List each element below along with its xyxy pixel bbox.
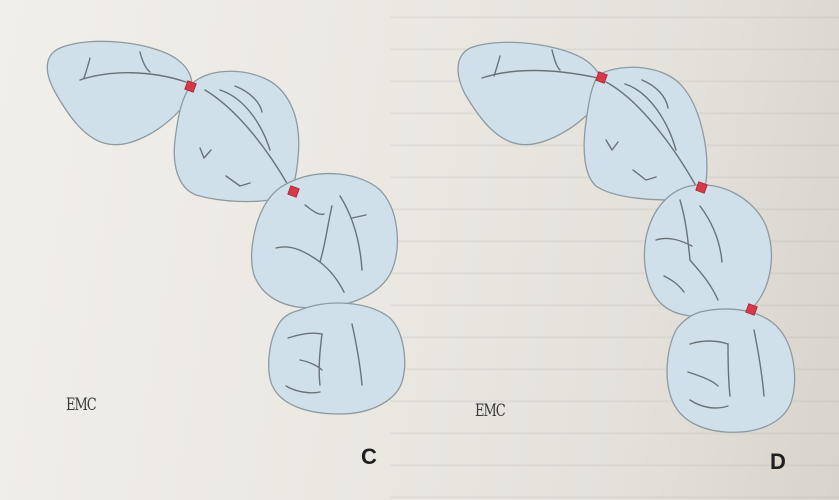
tooth-d4 [667, 309, 795, 432]
tooth-c1 [47, 41, 191, 144]
panel-label-d: D [770, 449, 786, 475]
tooth-c3 [252, 174, 398, 308]
emc-logo: EMC [475, 402, 505, 422]
tooth-d1 [458, 42, 602, 144]
emc-logo: EMC [66, 396, 96, 416]
tooth-d2 [584, 67, 707, 200]
tooth-c4 [269, 303, 405, 414]
panel-c [47, 41, 404, 414]
panel-label-c: C [361, 444, 377, 470]
panel-d [458, 42, 795, 432]
tooth-d3 [644, 185, 771, 317]
